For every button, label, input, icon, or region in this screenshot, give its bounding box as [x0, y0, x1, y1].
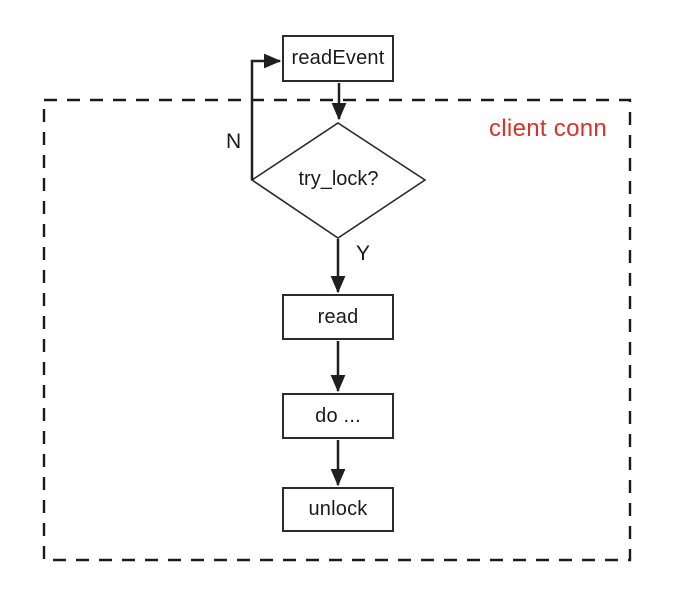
client-conn-region-border [42, 98, 632, 562]
branch-label-no: N [226, 130, 242, 153]
branch-label-yes: Y [356, 242, 371, 265]
node-read: read [282, 294, 394, 340]
node-unlock-label: unlock [308, 498, 368, 520]
node-unlock: unlock [282, 487, 394, 532]
node-read-label: read [317, 305, 359, 328]
node-do-label: do ... [315, 404, 361, 427]
try-lock-diamond-shape [250, 122, 427, 239]
node-readevent: readEvent [282, 35, 394, 82]
node-readevent-label: readEvent [291, 47, 385, 69]
node-do: do ... [282, 393, 394, 439]
region-label-client-conn: client conn [489, 115, 608, 142]
arrow-trylock-no-to-readevent [250, 53, 282, 180]
node-trylock-label: try_lock? [298, 168, 379, 190]
